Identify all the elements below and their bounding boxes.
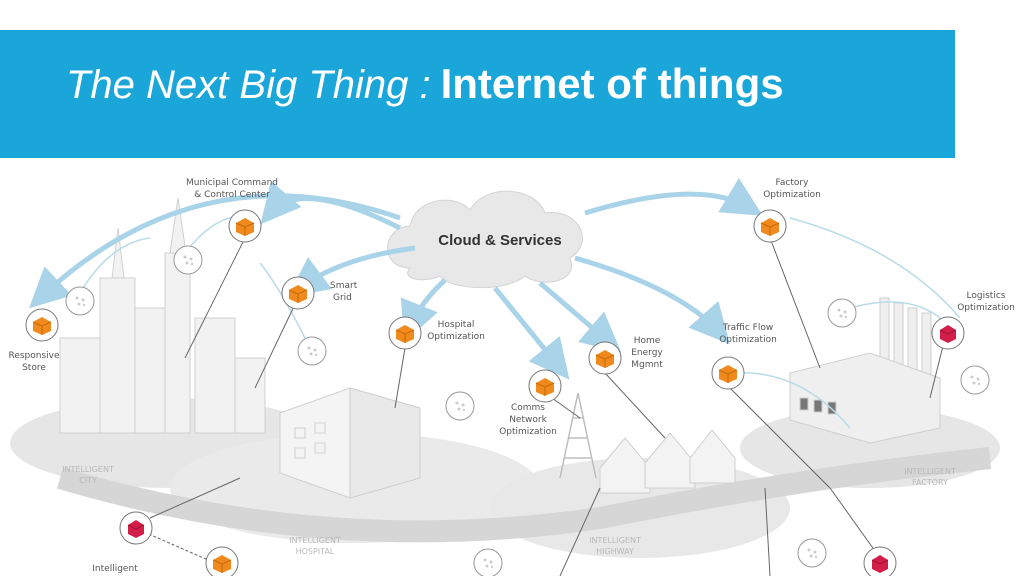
city-buildings	[59, 197, 266, 434]
node-labels: Municipal Command & Control Center Smart…	[8, 178, 1014, 574]
connection-arrows	[29, 177, 763, 380]
label-traffic-1: Traffic Flow	[722, 323, 773, 333]
label-municipal-1: Municipal Command	[186, 178, 278, 188]
factory-building	[789, 297, 941, 444]
label-municipal-2: & Control Center	[194, 190, 270, 200]
label-home-2: Energy	[631, 348, 663, 358]
title-main: Internet of things	[440, 60, 784, 107]
zone-hospital-1: INTELLIGENT	[289, 536, 341, 545]
label-logistics-1: Logistics	[967, 291, 1006, 301]
label-home-3: Mgmnt	[631, 360, 663, 370]
cloud: Cloud & Services	[387, 190, 583, 289]
page-title: The Next Big Thing :Internet of things	[66, 60, 784, 108]
title-banner	[0, 30, 955, 158]
label-responsive-2: Store	[22, 363, 46, 373]
zone-hospital-2: HOSPITAL	[296, 547, 335, 556]
label-smart-grid-2: Grid	[333, 293, 352, 303]
zone-labels: INTELLIGENT CITY INTELLIGENT HOSPITAL IN…	[62, 465, 956, 556]
label-logistics-2: Optimization	[957, 303, 1015, 313]
label-comms-2: Network	[509, 415, 547, 425]
cloud-label: Cloud & Services	[438, 232, 561, 249]
label-responsive-1: Responsive	[8, 351, 60, 361]
thin-arrows	[79, 215, 961, 429]
houses	[599, 429, 736, 494]
label-smart-grid-1: Smart	[330, 281, 358, 291]
iot-diagram: Cloud & Services	[8, 177, 1015, 576]
title-lead: The Next Big Thing :	[66, 63, 431, 107]
zone-factory-2: FACTORY	[912, 478, 948, 487]
label-comms-3: Optimization	[499, 427, 557, 437]
platforms	[10, 398, 1000, 558]
zone-city-2: CITY	[79, 476, 97, 485]
label-hospital-1: Hospital	[438, 320, 475, 330]
label-factory-2: Optimization	[763, 190, 821, 200]
label-intelligent: Intelligent	[92, 564, 138, 574]
label-comms-1: Comms	[511, 403, 545, 413]
comms-tower	[559, 392, 597, 479]
label-hospital-2: Optimization	[427, 332, 485, 342]
zone-highway-1: INTELLIGENT	[589, 536, 641, 545]
zone-city-1: INTELLIGENT	[62, 465, 114, 474]
zone-highway-2: HIGHWAY	[596, 547, 634, 556]
label-home-1: Home	[634, 336, 661, 346]
zone-factory-1: INTELLIGENT	[904, 467, 956, 476]
hospital-building	[279, 387, 421, 499]
label-factory-1: Factory	[776, 178, 810, 188]
label-traffic-2: Optimization	[719, 335, 777, 345]
